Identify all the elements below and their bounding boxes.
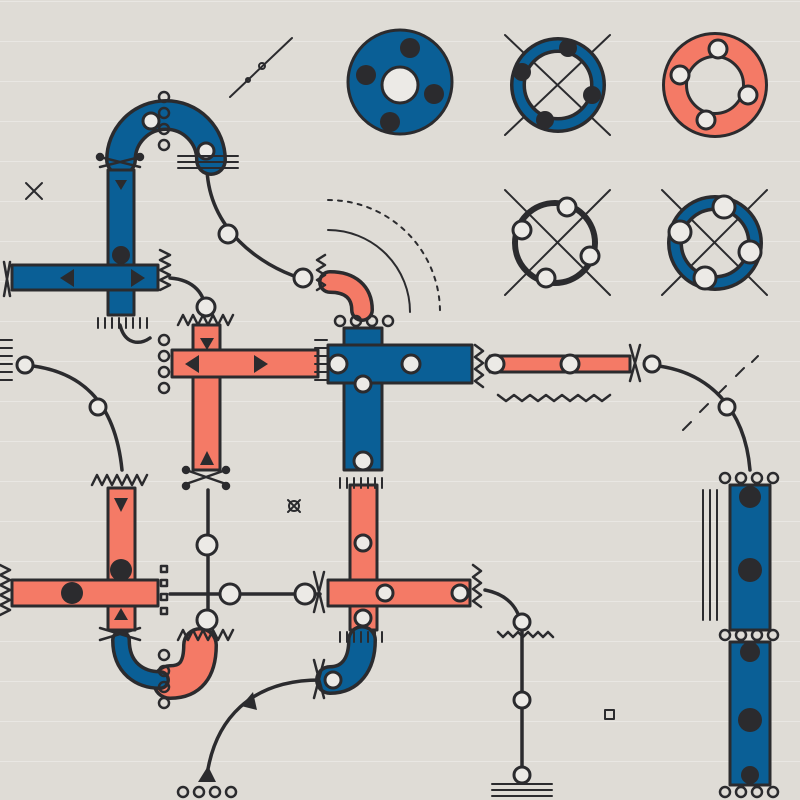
- wire: [205, 678, 322, 777]
- wire: [205, 168, 302, 280]
- tick-decorations: [0, 155, 718, 797]
- misc-decorations: [25, 37, 759, 720]
- salmon-pipe-horizontal[interactable]: [326, 578, 472, 608]
- spring-connectors: [0, 248, 612, 642]
- wire: [118, 323, 152, 344]
- blue-pipe-horizontal[interactable]: [326, 343, 474, 385]
- blue-pipe-vertical[interactable]: [106, 168, 136, 317]
- blue-pipe-vertical[interactable]: [728, 483, 772, 632]
- rotatable-rings: [346, 28, 768, 296]
- flow-markers: [60, 180, 762, 784]
- salmon-pipe-vertical[interactable]: [348, 483, 379, 632]
- wire-ring[interactable]: [512, 200, 598, 286]
- wire: [23, 363, 124, 472]
- salmon-pipe-horizontal[interactable]: [10, 578, 160, 608]
- wire: [648, 363, 752, 472]
- blue-arch-fill: [108, 102, 224, 173]
- joint-nodes: [15, 111, 737, 785]
- cross-mark: [25, 182, 43, 200]
- clamp-icons: [2, 152, 642, 700]
- connector-wires: [23, 168, 752, 777]
- radar-arc: [327, 229, 411, 313]
- endpoint-caps: [157, 90, 780, 799]
